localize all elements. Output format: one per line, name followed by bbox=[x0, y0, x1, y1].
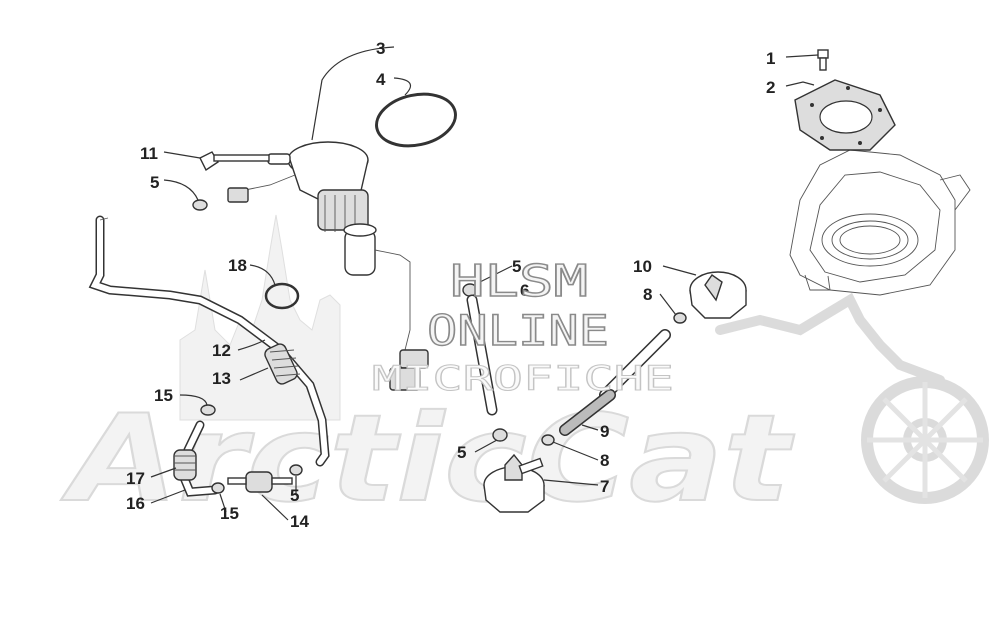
part-hose-9 bbox=[559, 329, 671, 436]
callouts: 1 2 3 4 5 5 5 5 6 7 8 8 9 10 11 12 13 14… bbox=[126, 39, 775, 531]
part-fuel-hose-12 bbox=[88, 215, 330, 467]
callout-18: 18 bbox=[228, 256, 247, 275]
callout-8-upper: 8 bbox=[643, 285, 652, 304]
part-filter-14 bbox=[227, 471, 293, 493]
part-clamp-8b bbox=[541, 434, 555, 446]
part-sleeve-13 bbox=[264, 343, 301, 385]
callout-10: 10 bbox=[633, 257, 652, 276]
watermark-line-3: MICROFICHE bbox=[372, 359, 674, 399]
watermark-logo: ArcticCat bbox=[60, 214, 989, 530]
part-screw-1 bbox=[817, 49, 829, 71]
callout-7: 7 bbox=[600, 477, 609, 496]
callout-5-center-bottom: 5 bbox=[457, 443, 466, 462]
part-clamp-18 bbox=[264, 282, 300, 310]
leader-lines bbox=[150, 46, 819, 521]
callout-13: 13 bbox=[212, 369, 231, 388]
callout-5-center-top: 5 bbox=[512, 257, 521, 276]
part-clamp-15b bbox=[211, 482, 225, 494]
callout-4: 4 bbox=[376, 70, 386, 89]
part-connector-15a bbox=[200, 404, 216, 416]
callout-5-filter: 5 bbox=[290, 486, 299, 505]
callout-17: 17 bbox=[126, 469, 145, 488]
watermark: HLSM ONLINE MICROFICHE bbox=[372, 255, 675, 399]
callout-15-bottom: 15 bbox=[220, 504, 239, 523]
callout-11: 11 bbox=[140, 144, 158, 163]
watermark-line-1: HLSM bbox=[450, 256, 588, 307]
callout-6: 6 bbox=[520, 281, 529, 300]
fuel-tank bbox=[789, 149, 971, 296]
logo-text: ArcticCat bbox=[61, 390, 796, 529]
part-oring-4 bbox=[375, 92, 457, 148]
callout-12: 12 bbox=[212, 341, 231, 360]
part-hose-center bbox=[462, 283, 508, 442]
callout-16: 16 bbox=[126, 494, 145, 513]
watermark-line-2: ONLINE bbox=[427, 306, 609, 355]
part-valve-7 bbox=[483, 453, 545, 513]
callout-5-left: 5 bbox=[150, 173, 159, 192]
part-clamp-8a bbox=[673, 312, 687, 324]
part-clamp-5b bbox=[289, 464, 303, 476]
part-sleeve-17 bbox=[173, 449, 197, 481]
part-elbow-11 bbox=[199, 151, 270, 172]
callout-9: 9 bbox=[600, 422, 609, 441]
part-fuel-pump-3 bbox=[227, 141, 429, 391]
callout-14: 14 bbox=[290, 512, 309, 531]
part-clamp-5a bbox=[192, 199, 208, 211]
part-gasket-2 bbox=[794, 79, 896, 151]
callout-1: 1 bbox=[766, 49, 775, 68]
part-valve-10 bbox=[689, 271, 747, 319]
callout-2: 2 bbox=[766, 78, 775, 97]
callout-8-lower: 8 bbox=[600, 451, 609, 470]
callout-15-top: 15 bbox=[154, 386, 173, 405]
callout-3: 3 bbox=[376, 39, 385, 58]
